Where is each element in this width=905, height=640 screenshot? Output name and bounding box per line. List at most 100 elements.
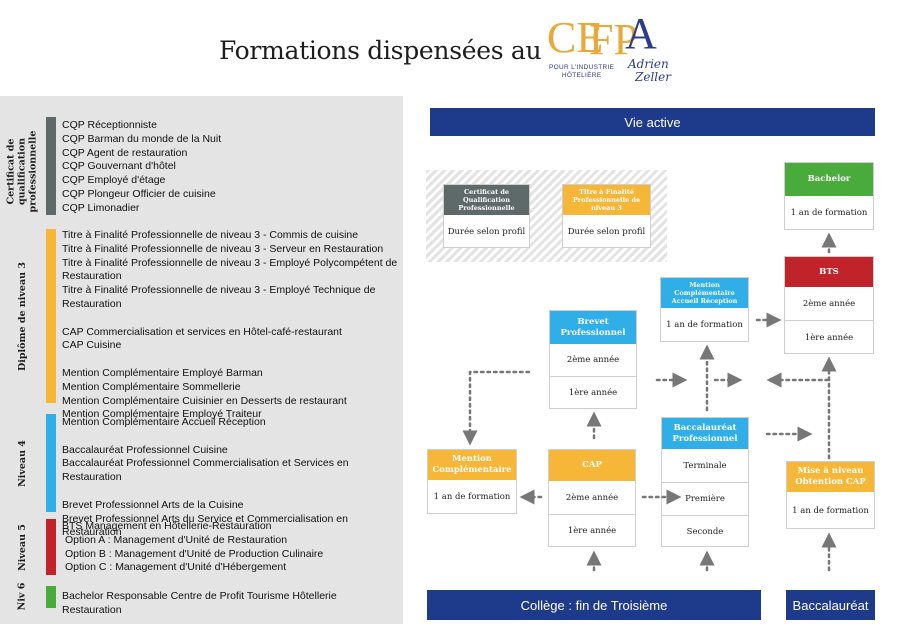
box-mention-title: Mention Complémentaire (428, 450, 516, 480)
category-bar-niveau4 (46, 414, 56, 512)
box-bts-title: BTS (785, 257, 873, 287)
banner-baccalaureat: Baccalauréat (786, 590, 875, 620)
list-spacer (62, 353, 398, 367)
category-bar-niveau5 (46, 519, 56, 575)
box-bac-pro-row: Première (662, 482, 748, 515)
box-cap-row: 1ère année (549, 514, 635, 546)
legend-box-cqp-title: Certificat de Qualification Professionne… (444, 185, 529, 215)
cqp-label: Certificat de qualification professionne… (5, 130, 39, 212)
niveau3-label: Diplôme de niveau 3 (16, 261, 28, 371)
legend-box-cqp: Certificat de Qualification Professionne… (443, 184, 530, 248)
list-item: CQP Gouvernant d'hôtel (62, 160, 176, 173)
category-label-cqp: Certificat de qualification professionne… (0, 116, 44, 226)
category-bar-cqp (46, 117, 56, 215)
list-spacer (62, 430, 398, 444)
list-item: Titre à Finalité Professionnelle de nive… (62, 256, 398, 283)
category-label-niveau5: Niveau 5 (0, 519, 44, 575)
logo-tagline-line2: HÔTELIÈRE (561, 72, 602, 79)
niveau4-label: Niveau 4 (16, 439, 28, 487)
list-item: Option B : Management d'Unité de Product… (65, 547, 324, 560)
box-bachelor-title: Bachelor (785, 163, 873, 196)
logo-script-adrien: Adrien (628, 57, 669, 71)
logo-letter-a: A (625, 9, 657, 58)
box-mc-accueil-title: Mention Complémentaire Accueil Réception (661, 278, 748, 308)
box-brevet-row: 1ère année (550, 376, 636, 409)
box-brevet: Brevet Professionnel 2ème année 1ère ann… (549, 310, 637, 409)
category-items-niveau5: BTS Management en Hôtellerie-Restauratio… (62, 520, 398, 575)
category-items-cqp: CQP Réceptionniste CQP Barman du monde d… (62, 119, 398, 216)
list-item: CAP Cuisine (62, 339, 122, 352)
legend-box-tfp: Titre à Finalité Professionnelle de nive… (562, 184, 651, 248)
list-item: Brevet Professionnel Arts de la Cuisine (62, 498, 244, 511)
list-item: Mention Complémentaire Accueil Réception (62, 416, 266, 428)
list-item: CQP Barman du monde de la Nuit (62, 132, 222, 145)
list-item: Bachelor Responsable Centre de Profit To… (62, 590, 337, 616)
niveau5-label: Niveau 5 (16, 523, 28, 571)
box-bachelor-row: 1 an de formation (790, 208, 868, 218)
cefppa-logo: CE FP A POUR L'INDUSTRIE HÔTELIÈRE Adrie… (545, 9, 671, 92)
list-item: Mention Complémentaire Sommellerie (62, 380, 241, 393)
legend-box-tfp-title: Titre à Finalité Professionnelle de nive… (563, 185, 650, 215)
box-mc-accueil-row: 1 an de formation (666, 320, 743, 330)
category-bar-niveau3 (46, 229, 56, 403)
list-item: CQP Limonadier (62, 201, 140, 214)
box-mise-niveau: Mise à niveau Obtention CAP 1 an de form… (786, 461, 875, 529)
list-item: Baccalauréat Professionnel Cuisine (62, 443, 228, 456)
box-mc-accueil: Mention Complémentaire Accueil Réception… (660, 277, 749, 342)
category-items-niveau4: Mention Complémentaire Accueil Réception… (62, 416, 398, 540)
list-item: Titre à Finalité Professionnelle de nive… (62, 242, 384, 255)
list-item: BTS Management en Hôtellerie-Restauratio… (62, 520, 272, 532)
list-item: CQP Réceptionniste (62, 119, 157, 131)
box-mention: Mention Complémentaire 1 an de formation (427, 449, 517, 514)
list-item: CQP Plongeur Officier de cuisine (62, 187, 216, 200)
list-item: Option C : Management d'Unité d'Hébergem… (65, 561, 287, 574)
box-bac-pro-title: Baccalauréat Professionnel (662, 418, 748, 449)
banner-vie-active: Vie active (430, 108, 875, 136)
logo-letters-fp: FP (589, 15, 638, 64)
category-items-niveau6: Bachelor Responsable Centre de Profit To… (62, 590, 398, 618)
category-label-niveau6: Niv 6 (0, 582, 44, 610)
list-item: CQP Agent de restauration (62, 146, 188, 159)
box-bts-row: 1ère année (785, 320, 873, 354)
list-spacer (62, 485, 398, 499)
box-mention-row: 1 an de formation (433, 492, 511, 502)
logo-letters-ce: CE (547, 13, 604, 62)
box-cap: CAP 2ème année 1ère année (548, 449, 636, 547)
banner-college: Collège : fin de Troisième (427, 590, 761, 620)
box-bachelor: Bachelor 1 an de formation (784, 162, 874, 230)
list-item: Titre à Finalité Professionnelle de nive… (62, 284, 376, 310)
list-item: Mention Complémentaire Employé Traiteur (62, 408, 262, 421)
category-items-niveau3: Titre à Finalité Professionnelle de nive… (62, 229, 398, 422)
category-label-niveau3: Diplôme de niveau 3 (0, 228, 44, 404)
formations-list-panel: Certificat de qualification professionne… (0, 96, 403, 624)
box-bac-pro: Baccalauréat Professionnel Terminale Pre… (661, 417, 749, 547)
box-bac-pro-row: Terminale (683, 460, 727, 471)
box-bac-pro-row: Seconde (662, 515, 748, 547)
legend-box-tfp-row: Durée selon profil (567, 226, 646, 237)
box-cap-title: CAP (549, 450, 635, 481)
logo-script-zeller: Zeller (635, 70, 671, 84)
list-item: Titre à Finalité Professionnelle de nive… (62, 229, 359, 241)
list-item: Option A : Management d'Unité de Restaur… (65, 533, 288, 546)
box-mise-niveau-title: Mise à niveau Obtention CAP (787, 462, 874, 492)
list-item: CAP Commercialisation et services en Hôt… (62, 325, 342, 338)
list-spacer (62, 312, 398, 326)
box-cap-row: 2ème année (565, 492, 619, 503)
box-brevet-title: Brevet Professionnel (550, 311, 636, 344)
niveau6-label: Niv 6 (16, 582, 28, 610)
list-item: CQP Employé d'étage (62, 174, 166, 187)
arrow-brevet-to-mention (462, 370, 531, 446)
page-title: Formations dispensées au (219, 36, 542, 65)
category-label-cqp-text: Certificat de qualification professionne… (6, 116, 39, 226)
logo-tagline-line1: POUR L'INDUSTRIE (549, 64, 615, 71)
box-bts: BTS 2ème année 1ère année (784, 256, 874, 354)
legend-box-cqp-row: Durée selon profil (447, 226, 526, 237)
box-bts-row: 2ème année (802, 298, 856, 309)
list-item: Mention Complémentaire Employé Barman (62, 366, 263, 379)
list-item: Baccalauréat Professionnel Commercialisa… (62, 457, 349, 484)
category-label-niveau4: Niveau 4 (0, 414, 44, 512)
list-item: Brevet Professionnel Arts du Service et … (62, 512, 348, 539)
box-brevet-row: 2ème année (566, 355, 620, 365)
box-mise-niveau-row: 1 an de formation (792, 505, 869, 516)
list-item: Mention Complémentaire Cuisinier en Dess… (62, 394, 347, 407)
